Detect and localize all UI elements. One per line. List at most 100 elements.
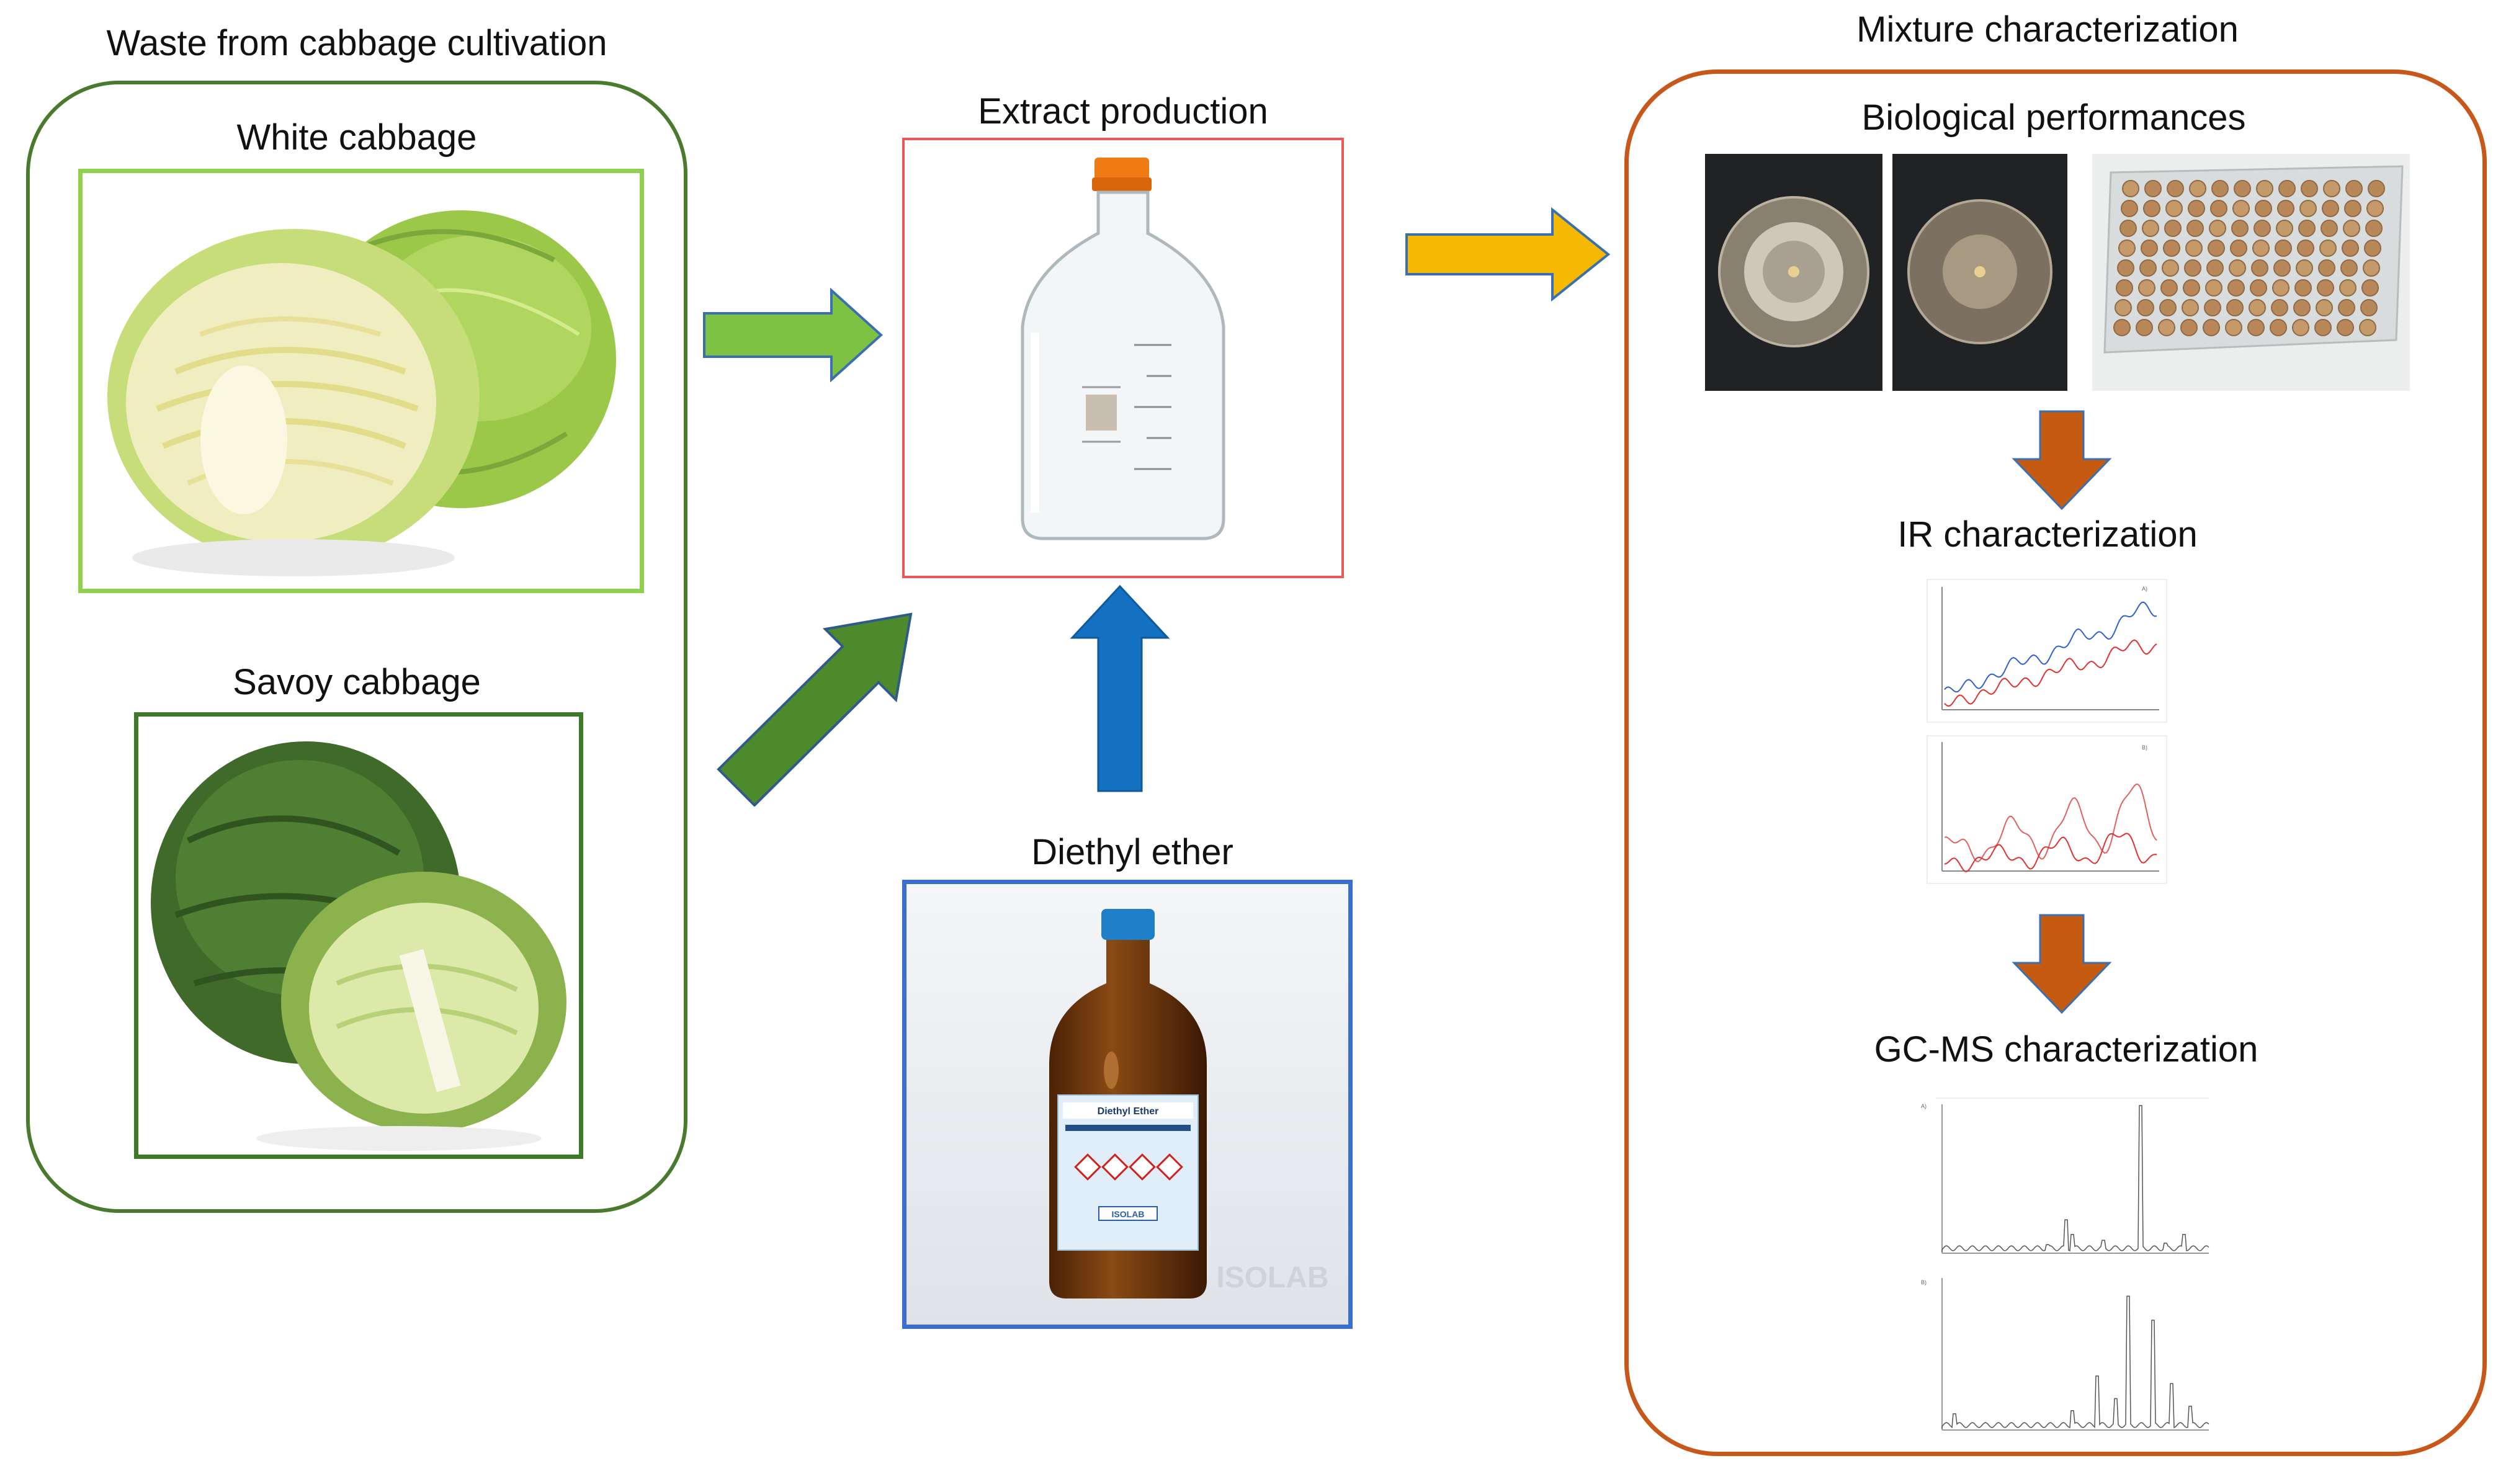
well [2189,180,2206,197]
well [2122,180,2139,197]
well [2271,299,2288,316]
well [2361,279,2379,297]
well [2205,279,2222,297]
well [2339,279,2357,297]
well [2116,279,2133,297]
well [2338,299,2355,316]
gcms-chromatograms-image: A) B) [1917,1092,2215,1439]
well [2247,319,2265,336]
well [2165,200,2183,217]
well [2206,259,2224,277]
well [2319,239,2337,257]
well [2272,279,2289,297]
well [2117,259,2134,277]
well [2226,299,2244,316]
well [2275,239,2292,257]
well [2364,239,2381,257]
orange-arrow-2 [2009,912,2115,1017]
savoy-cabbage-photo [134,712,583,1159]
well [2256,180,2273,197]
white-cabbage-label: White cabbage [236,117,477,158]
well [2314,319,2332,336]
well [2164,220,2182,237]
well [2342,239,2359,257]
well [2210,200,2227,217]
savoy-cabbage-label: Savoy cabbage [233,662,481,702]
ir-spectrum-line [1944,601,2157,693]
well [2277,200,2294,217]
well [2209,220,2226,237]
well [2185,239,2203,257]
well [2182,299,2199,316]
well [2160,279,2178,297]
ether-bottle-label-text: Diethyl Ether [1098,1106,1159,1117]
well [2363,259,2380,277]
well [2138,279,2155,297]
petri-dish-photo-1 [1705,154,1882,391]
well [2137,299,2154,316]
brand-on-label: ISOLAB [1112,1209,1145,1219]
well [2188,200,2205,217]
well [2359,319,2376,336]
well [2251,259,2268,277]
well [2234,180,2251,197]
well [2318,259,2335,277]
well [2276,220,2293,237]
well [2231,220,2249,237]
well [2211,180,2229,197]
yellow-arrow [1403,205,1614,304]
ir-panel-a-label: A) [2142,586,2147,592]
hazard-pictograms [1074,1153,1183,1181]
diethyl-ether-label: Diethyl ether [1031,832,1233,872]
ir-characterization-label: IR characterization [1897,514,2198,555]
well [2158,319,2175,336]
well [2293,299,2311,316]
well [2292,319,2309,336]
gc-panel-a-label: A) [1921,1103,1927,1109]
well [2159,299,2177,316]
well [2360,299,2378,316]
well [2180,319,2198,336]
ir-spectra-image: A) B) [1923,577,2170,887]
well [2299,200,2317,217]
well [2278,180,2296,197]
orange-arrow-1 [2009,408,2115,514]
dark-green-arrow [712,608,917,807]
well [2254,220,2271,237]
well [2343,220,2360,237]
gcms-characterization-label: GC-MS characterization [1874,1029,2258,1070]
well [2249,299,2266,316]
well [2143,200,2160,217]
well [2250,279,2267,297]
well [2273,259,2291,277]
well [2255,200,2272,217]
well [2232,200,2250,217]
well [2162,259,2179,277]
diethyl-ether-photo: Diethyl Ether ISOLAB ISOLAB [902,880,1353,1329]
well [2119,220,2137,237]
well [2366,200,2384,217]
well-plate-photo [2092,154,2410,391]
chromatogram-trace [1941,1295,2209,1429]
ir-spectrum-line [1944,639,2157,707]
petri-dish-photo-2 [1892,154,2067,391]
well [2345,180,2363,197]
ir-spectrum-line [1944,833,2157,872]
well [2141,239,2158,257]
well [2136,319,2153,336]
well [2344,200,2361,217]
left-group-frame [26,81,687,1213]
well [2270,319,2287,336]
well [2316,299,2333,316]
ir-spectrum-line [1944,784,2157,862]
left-group-title: Waste from cabbage cultivation [106,23,607,63]
brand-watermark: ISOLAB [1216,1261,1328,1294]
well [2115,299,2132,316]
well-grid [2113,180,2385,336]
well [2296,259,2313,277]
extract-production-label: Extract production [978,91,1268,132]
well [2298,220,2316,237]
well [2230,239,2247,257]
biological-performances-label: Biological performances [1861,97,2246,138]
well [2294,279,2312,297]
